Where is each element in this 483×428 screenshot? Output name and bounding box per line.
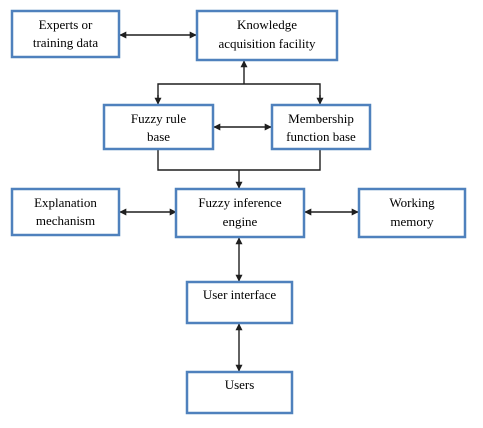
knowledge-label-line2: acquisition facility <box>218 36 316 51</box>
users-label: Users <box>225 377 255 392</box>
membership-label-line2: function base <box>286 129 356 144</box>
node-user-interface: User interface <box>185 280 294 325</box>
line-knowledge-branch <box>157 83 321 103</box>
explanation-label-line2: mechanism <box>36 213 95 228</box>
working-label-line1: Working <box>389 195 435 210</box>
connectors <box>119 31 359 372</box>
user-interface-label: User interface <box>203 287 276 302</box>
explanation-label-line1: Explanation <box>34 195 97 210</box>
line-bases-merge <box>157 150 321 171</box>
inference-label-line2: engine <box>223 214 258 229</box>
node-experts: Experts or training data <box>10 9 121 59</box>
node-explanation-mechanism: Explanation mechanism <box>10 187 121 237</box>
fuzzy-rule-label-line2: base <box>147 129 170 144</box>
experts-label-line1: Experts or <box>39 17 93 32</box>
working-label-line2: memory <box>390 214 434 229</box>
node-membership-function-base: Membership function base <box>270 103 372 151</box>
node-fuzzy-rule-base: Fuzzy rule base <box>102 103 215 151</box>
experts-label-line2: training data <box>33 35 99 50</box>
node-knowledge-acquisition: Knowledge acquisition facility <box>195 9 339 62</box>
fuzzy-rule-label-line1: Fuzzy rule <box>131 111 186 126</box>
knowledge-label-line1: Knowledge <box>237 17 297 32</box>
inference-label-line1: Fuzzy inference <box>198 195 282 210</box>
node-users: Users <box>185 370 294 415</box>
node-working-memory: Working memory <box>357 187 467 239</box>
membership-label-line1: Membership <box>288 111 354 126</box>
node-fuzzy-inference-engine: Fuzzy inference engine <box>174 187 306 239</box>
